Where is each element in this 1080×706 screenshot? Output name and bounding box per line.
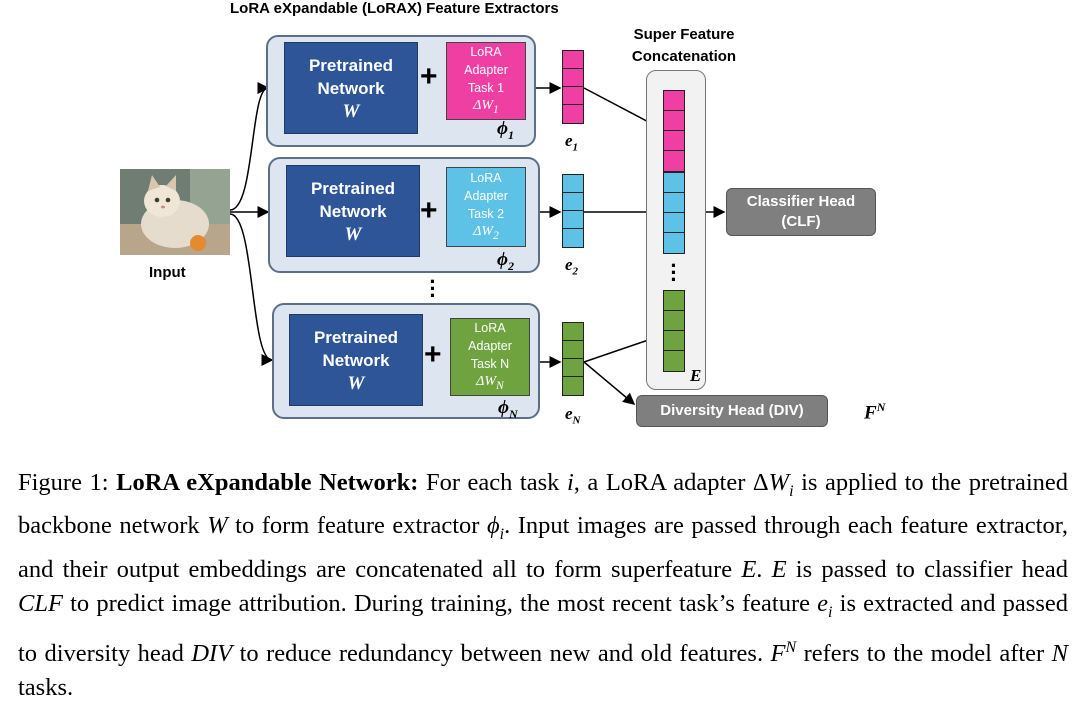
concat-segment-2 [663,172,685,254]
pretrained-network-2: Pretrained Network W [286,165,420,257]
lora-adapter-task-n: LoRA Adapter Task N ΔWN [450,318,530,396]
e2-label: e2 [565,255,579,278]
input-label: Input [149,264,186,281]
plus-sign-n: + [424,338,442,371]
embedding-vector-en [562,322,584,396]
classifier-head: Classifier Head (CLF) [726,188,876,236]
concat-e-label: E [690,366,702,385]
lora-adapter-task-2: LoRA Adapter Task 2 ΔW2 [446,167,526,247]
input-cat-image [120,169,230,255]
embedding-vector-e2 [562,174,584,248]
en-label: eN [565,404,581,427]
figure-caption: Figure 1: LoRA eXpandable Network: For e… [18,469,1069,702]
embedding-vector-e1 [562,50,584,124]
pretrained-network-1: Pretrained Network W [284,42,418,134]
phi-1-label: ϕ1 [497,118,514,142]
e1-label: e1 [565,131,579,154]
concat-segment-1 [663,90,685,172]
plus-sign-1: + [420,60,438,93]
phi-2-label: ϕ2 [497,249,514,273]
vertical-ellipsis-concat: ··· [670,253,678,292]
pretrained-network-n: Pretrained Network W [289,314,423,406]
lora-adapter-task-1: LoRA Adapter Task 1 ΔW1 [446,42,526,120]
plus-sign-2: + [420,194,438,227]
diversity-head: Diversity Head (DIV) [636,395,828,427]
phi-n-label: ϕN [498,397,518,421]
model-label-fn: FN [864,400,886,424]
figure-title: LoRA eXpandable (LoRAX) Feature Extracto… [230,0,559,17]
vertical-ellipsis-extractors: ··· [429,269,437,308]
concat-segment-n [663,290,685,372]
concat-title: Super Feature Concatenation [631,26,737,65]
